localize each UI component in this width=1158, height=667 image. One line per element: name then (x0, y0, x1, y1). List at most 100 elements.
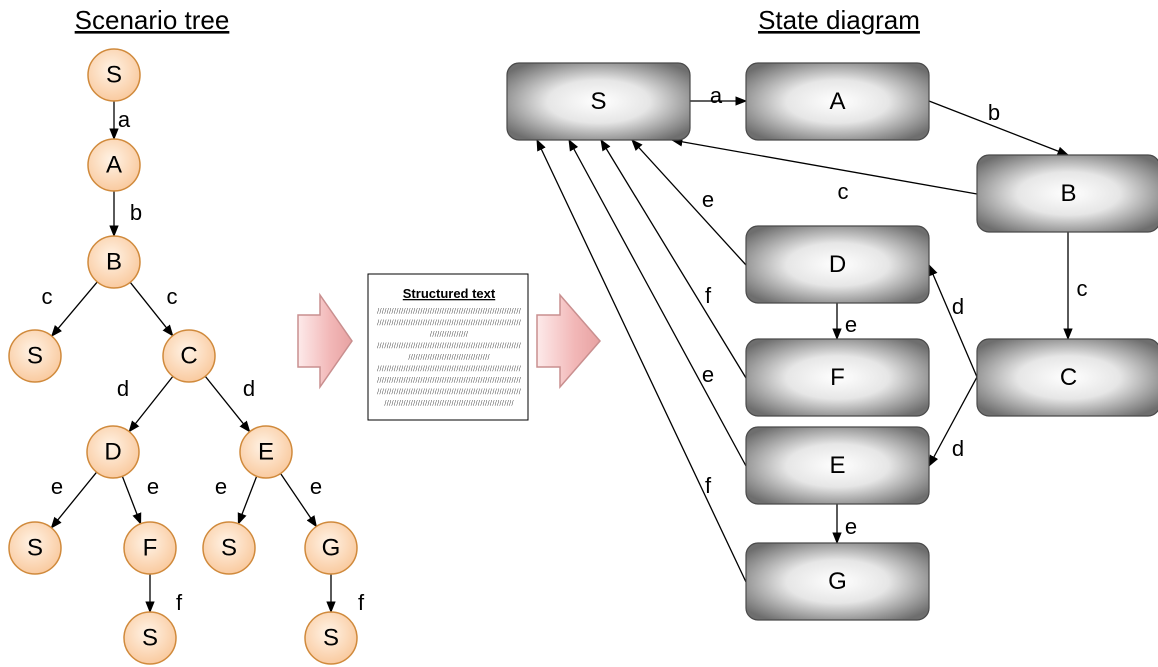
state-edge-f-to-s (600, 139, 747, 379)
state-edge-a-to-b (928, 100, 1070, 156)
state-node-label: G (828, 568, 847, 595)
tree-node-circle (304, 611, 358, 665)
document-page (367, 273, 529, 421)
state-edge-label: e (702, 187, 714, 212)
state-node-g: G (745, 542, 930, 621)
tree-node-label: S (221, 534, 237, 561)
state-node-box (745, 542, 930, 621)
tree-node-circle (8, 521, 62, 575)
tree-node-circle (202, 521, 256, 575)
document-title: Structured text (403, 286, 496, 301)
transform-arrow-left (297, 292, 353, 390)
tree-node-s1: S (8, 329, 62, 383)
tree-node-label: E (258, 438, 274, 465)
structured-text-document: Structured text ////////////////////////… (367, 273, 529, 421)
tree-node-label: S (27, 534, 43, 561)
transform-arrow-right (536, 292, 601, 390)
state-diagram-nodes: S A B C D FE G (506, 62, 1158, 621)
state-node-f: F (745, 338, 930, 417)
state-node-box (976, 154, 1158, 233)
tree-node-circle (162, 329, 216, 383)
tree-edge-e-to-s3 (237, 476, 258, 525)
tree-edge-label: f (358, 590, 365, 615)
state-edge-label: e (702, 362, 714, 387)
document-line: //////////////// (430, 330, 468, 338)
tree-node-d: D (86, 425, 140, 479)
tree-node-g: G (304, 521, 358, 575)
tree-edge-label: c (167, 284, 178, 309)
document-line: ////////////////////////////////////////… (377, 307, 521, 315)
tree-edge-d-to-f (121, 476, 142, 525)
state-node-box (745, 426, 930, 505)
tree-node-b: B (87, 235, 141, 289)
tree-node-circle (87, 235, 141, 289)
scenario-tree-nodes: S A B S C D E S F S G S S (8, 48, 358, 665)
tree-node-s2: S (8, 521, 62, 575)
state-node-label: C (1060, 364, 1077, 391)
tree-node-s0: S (87, 48, 141, 102)
state-node-d: D (745, 225, 930, 304)
document-line: ////////////////////////////////////////… (384, 399, 514, 407)
scenario-tree-title: Scenario tree (75, 5, 230, 35)
tree-edge-label: e (147, 474, 159, 499)
tree-edge-label: d (243, 376, 255, 401)
tree-node-label: S (323, 624, 339, 651)
state-node-label: S (590, 88, 606, 115)
state-node-box (976, 338, 1158, 417)
tree-edge-label: e (310, 474, 322, 499)
state-node-box (745, 338, 930, 417)
state-node-c: C (976, 338, 1158, 417)
state-node-a: A (745, 62, 930, 141)
tree-node-c: C (162, 329, 216, 383)
state-diagram-title: State diagram (758, 5, 920, 35)
tree-node-label: S (27, 342, 43, 369)
tree-edge-label: d (117, 376, 129, 401)
state-edge-label: e (845, 312, 857, 337)
tree-node-circle (8, 329, 62, 383)
tree-node-label: B (106, 248, 122, 275)
tree-node-s4: S (123, 611, 177, 665)
state-edge-b-to-s (670, 137, 978, 195)
tree-node-circle (86, 425, 140, 479)
tree-edge-b-to-s1 (50, 281, 98, 337)
state-edge-label: f (705, 473, 712, 498)
tree-node-circle (123, 611, 177, 665)
tree-edge-c-to-e (204, 375, 251, 433)
tree-edge-label: f (176, 590, 183, 615)
tree-node-label: A (106, 151, 122, 178)
tree-edge-c-to-d (128, 375, 174, 433)
state-edge-c-to-e (928, 376, 978, 468)
tree-node-circle (87, 48, 141, 102)
tree-edge-label: e (51, 474, 63, 499)
tree-node-f: F (123, 521, 177, 575)
state-edge-label: d (952, 436, 964, 461)
document-line: ////////////////////////////////// (408, 353, 490, 361)
state-node-b: B (976, 154, 1158, 233)
tree-node-circle (123, 521, 177, 575)
tree-node-label: S (142, 624, 158, 651)
state-edge-d-to-s (631, 139, 747, 266)
tree-edge-b-to-c (129, 281, 174, 337)
tree-edge-e-to-g (280, 473, 318, 528)
tree-node-label: G (322, 534, 341, 561)
document-line: ////////////////////////////////////////… (377, 319, 521, 327)
state-edge-label: d (952, 294, 964, 319)
tree-node-label: D (104, 438, 121, 465)
state-node-label: D (829, 251, 846, 278)
document-line: ////////////////////////////////////////… (377, 365, 521, 373)
document-line: ////////////////////////////////////////… (377, 388, 521, 396)
tree-node-circle (87, 138, 141, 192)
tree-node-s5: S (304, 611, 358, 665)
state-node-label: B (1060, 180, 1076, 207)
state-edge-g-to-s (536, 138, 747, 583)
tree-edge-d-to-s2 (50, 471, 98, 529)
state-edge-c-to-d (928, 263, 978, 378)
state-edge-label: a (710, 83, 723, 108)
state-edge-label: c (838, 179, 849, 204)
tree-edge-label: c (42, 284, 53, 309)
state-node-e: E (745, 426, 930, 505)
state-node-label: A (829, 88, 845, 115)
state-edge-e-to-s (568, 138, 747, 467)
